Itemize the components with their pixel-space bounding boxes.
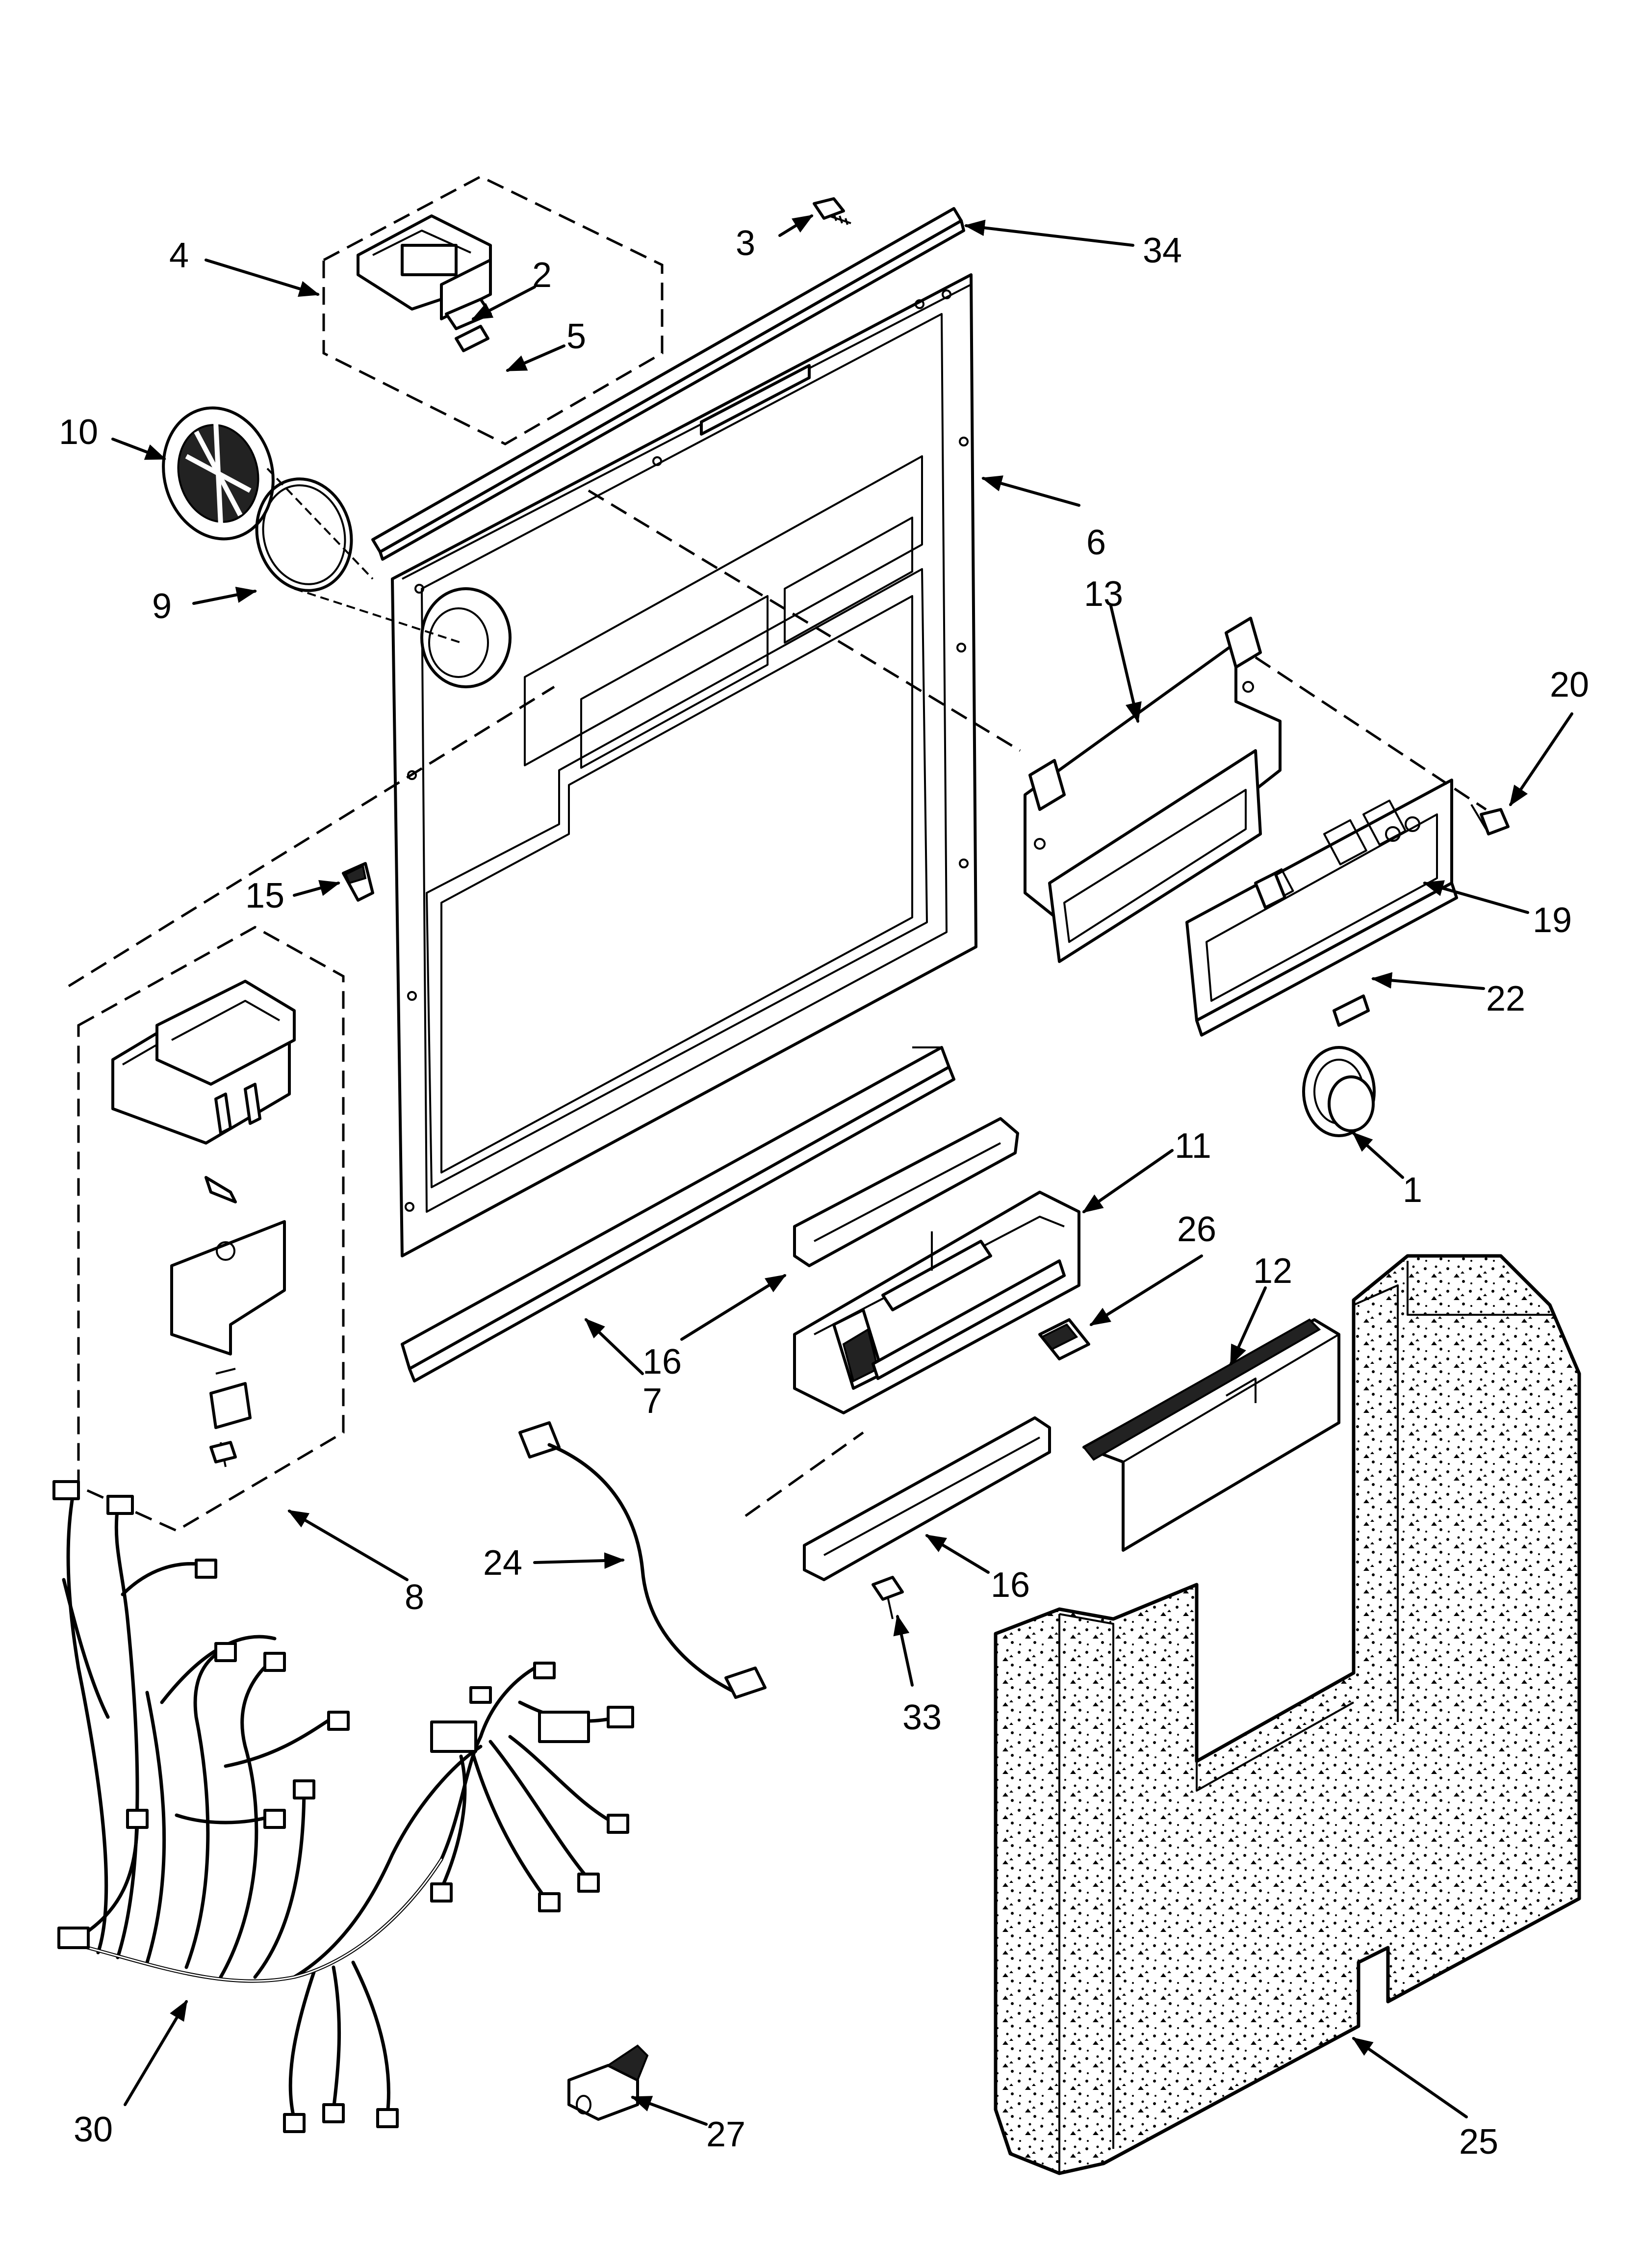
insulation-pad-25	[994, 1254, 1581, 2175]
callout-27: 27	[706, 2115, 745, 2154]
callout-13: 13	[1084, 574, 1123, 614]
door-bottom-strip	[401, 1046, 955, 1382]
callout-16-lower: 16	[991, 1565, 1030, 1605]
callout-20: 20	[1550, 665, 1589, 704]
callout-7: 7	[642, 1382, 662, 1421]
callout-30: 30	[74, 2110, 113, 2149]
wire-harness-30	[52, 1480, 634, 2133]
screw-3	[813, 197, 851, 225]
callout-33: 33	[902, 1698, 942, 1737]
callout-5: 5	[566, 317, 586, 356]
handle-assembly	[744, 1117, 1090, 1619]
callout-24: 24	[483, 1543, 522, 1583]
insulation-strip-12	[1082, 1318, 1340, 1552]
leader-lines	[111, 214, 1573, 2126]
callout-3: 3	[736, 224, 755, 263]
callout-22: 22	[1486, 979, 1525, 1018]
callout-26: 26	[1177, 1210, 1216, 1249]
vent-motor-group	[77, 926, 345, 1532]
callout-8: 8	[405, 1578, 424, 1617]
wire-24	[518, 1421, 767, 1699]
callout-1: 1	[1403, 1171, 1422, 1210]
screw-20	[1470, 804, 1510, 835]
callout-4: 4	[169, 236, 189, 275]
callout-10: 10	[59, 413, 98, 452]
vent-assembly	[162, 406, 462, 644]
callout-34: 34	[1143, 231, 1182, 270]
clip-15	[342, 862, 374, 902]
callout-labels: 1 2 3 4 5 6 7 8 9 10 11 12 13 15 16 16 1…	[59, 224, 1589, 2162]
knob-1	[1302, 1046, 1376, 1137]
callout-12: 12	[1253, 1251, 1292, 1291]
callout-15: 15	[245, 876, 284, 915]
control-board	[1185, 779, 1458, 1037]
door-top-strip	[371, 207, 965, 561]
callout-11: 11	[1175, 1126, 1211, 1166]
inner-door-panel	[391, 273, 977, 1257]
callout-19: 19	[1533, 901, 1572, 940]
callout-16-upper: 16	[642, 1342, 682, 1382]
callout-2: 2	[532, 256, 552, 295]
plug-27	[567, 2044, 649, 2121]
callout-9: 9	[152, 587, 172, 626]
bracket-13	[1024, 617, 1282, 963]
callout-6: 6	[1086, 523, 1106, 562]
callout-25: 25	[1459, 2122, 1498, 2162]
